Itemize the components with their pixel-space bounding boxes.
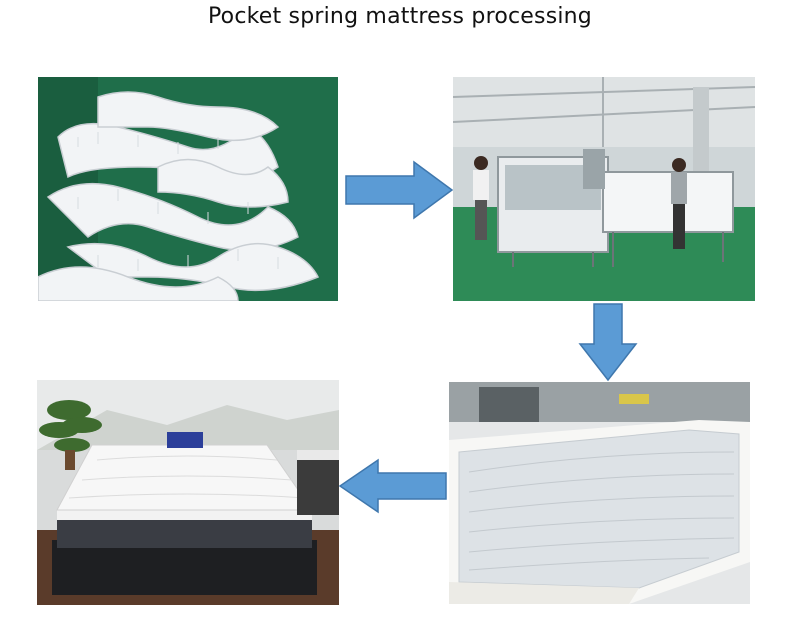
arrow-left-icon	[338, 458, 448, 514]
mattress-icon	[37, 380, 339, 605]
spring-assembly-machine-photo	[453, 77, 755, 301]
page-title: Pocket spring mattress processing	[208, 4, 592, 29]
factory-machine-icon	[453, 77, 755, 301]
arrow-right-icon	[344, 160, 454, 220]
finished-mattress-photo	[37, 380, 339, 605]
spring-unit-icon	[449, 382, 750, 604]
spring-coils-icon	[38, 77, 338, 301]
spring-unit-with-foam-frame-photo	[449, 382, 750, 604]
pocket-springs-photo	[38, 77, 338, 301]
arrow-down-icon	[578, 302, 638, 382]
